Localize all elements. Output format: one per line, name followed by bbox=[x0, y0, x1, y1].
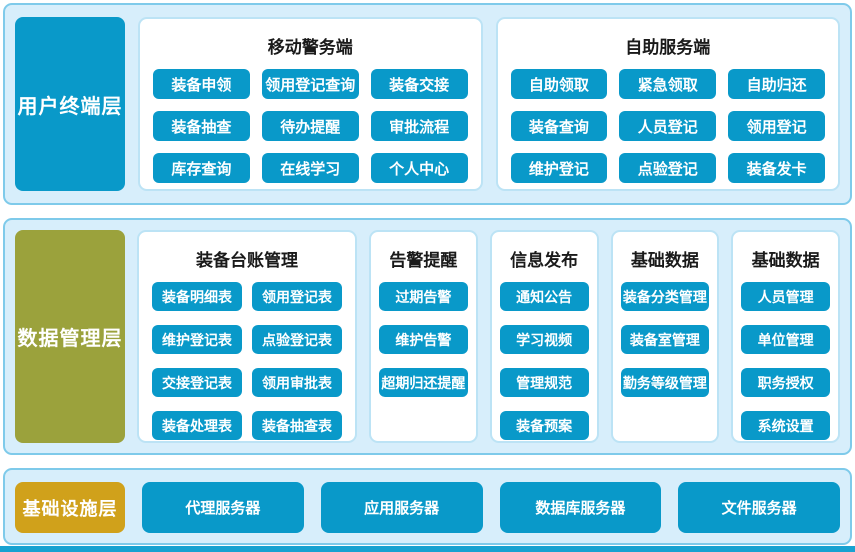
diagram-node: 维护告警 bbox=[379, 325, 468, 354]
layer-band-infrastructure: 基础设施层 代理服务器 应用服务器 数据库服务器 文件服务器 bbox=[3, 468, 852, 545]
node-grid: 自助领取 紧急领取 自助归还 装备查询 人员登记 领用登记 维护登记 点验登记 … bbox=[510, 69, 825, 183]
node-grid: 装备分类管理 装备室管理 勤务等级管理 bbox=[620, 282, 710, 397]
diagram-node: 领用审批表 bbox=[252, 368, 342, 397]
diagram-node: 装备申领 bbox=[153, 69, 250, 99]
panel-title: 基础数据 bbox=[751, 251, 820, 270]
diagram-node: 审批流程 bbox=[370, 111, 468, 141]
server-node-database: 数据库服务器 bbox=[499, 482, 662, 533]
diagram-node: 库存查询 bbox=[153, 153, 250, 183]
diagram-node: 装备室管理 bbox=[620, 325, 710, 354]
diagram-node: 系统设置 bbox=[741, 411, 830, 440]
diagram-node: 过期告警 bbox=[379, 282, 468, 311]
layer-label-data-management: 数据管理层 bbox=[15, 230, 125, 443]
node-grid: 过期告警 维护告警 超期归还提醒 bbox=[379, 282, 468, 397]
diagram-node: 装备抽查表 bbox=[252, 411, 342, 440]
diagram-node: 装备明细表 bbox=[152, 282, 242, 311]
diagram-node: 装备查询 bbox=[510, 111, 608, 141]
diagram-node: 维护登记 bbox=[510, 153, 608, 183]
layer-band-user-terminal: 用户终端层 移动警务端 装备申领 领用登记查询 装备交接 装备抽查 待办提醒 审… bbox=[3, 3, 852, 205]
diagram-node: 人员管理 bbox=[741, 282, 830, 311]
panel-equipment-ledger: 装备台账管理 装备明细表 领用登记表 维护登记表 点验登记表 交接登记表 领用审… bbox=[137, 230, 357, 443]
diagram-node: 装备发卡 bbox=[728, 153, 825, 183]
node-grid: 装备明细表 领用登记表 维护登记表 点验登记表 交接登记表 领用审批表 装备处理… bbox=[152, 282, 342, 440]
diagram-node: 领用登记表 bbox=[252, 282, 342, 311]
panel-title: 自助服务端 bbox=[625, 38, 711, 57]
panel-title: 移动警务端 bbox=[267, 38, 353, 57]
layer-label-infrastructure: 基础设施层 bbox=[15, 482, 125, 533]
diagram-node: 领用登记查询 bbox=[261, 69, 359, 99]
diagram-node: 通知公告 bbox=[499, 282, 589, 311]
diagram-node: 超期归还提醒 bbox=[379, 368, 468, 397]
diagram-node: 待办提醒 bbox=[261, 111, 359, 141]
panel-basic-data-org: 基础数据 人员管理 单位管理 职务授权 系统设置 bbox=[731, 230, 840, 443]
diagram-node: 在线学习 bbox=[261, 153, 359, 183]
diagram-node: 单位管理 bbox=[741, 325, 830, 354]
diagram-node: 维护登记表 bbox=[152, 325, 242, 354]
layer-label-user-terminal: 用户终端层 bbox=[15, 17, 125, 191]
panel-title: 告警提醒 bbox=[389, 251, 458, 270]
diagram-node: 装备处理表 bbox=[152, 411, 242, 440]
diagram-node: 自助领取 bbox=[510, 69, 608, 99]
node-grid: 装备申领 领用登记查询 装备交接 装备抽查 待办提醒 审批流程 库存查询 在线学… bbox=[153, 69, 468, 183]
diagram-node: 装备交接 bbox=[370, 69, 468, 99]
diagram-node: 装备分类管理 bbox=[620, 282, 710, 311]
panel-information-release: 信息发布 通知公告 学习视频 管理规范 装备预案 bbox=[489, 230, 599, 443]
diagram-node: 装备预案 bbox=[499, 411, 589, 440]
panel-mobile-police-terminal: 移动警务端 装备申领 领用登记查询 装备交接 装备抽查 待办提醒 审批流程 库存… bbox=[138, 17, 483, 191]
diagram-node: 自助归还 bbox=[728, 69, 825, 99]
panel-title: 装备台账管理 bbox=[196, 251, 298, 270]
diagram-node: 点验登记表 bbox=[252, 325, 342, 354]
diagram-node: 人员登记 bbox=[619, 111, 717, 141]
panel-self-service-terminal: 自助服务端 自助领取 紧急领取 自助归还 装备查询 人员登记 领用登记 维护登记… bbox=[495, 17, 840, 191]
node-grid: 人员管理 单位管理 职务授权 系统设置 bbox=[741, 282, 830, 440]
diagram-node: 学习视频 bbox=[499, 325, 589, 354]
diagram-node: 点验登记 bbox=[619, 153, 717, 183]
diagram-node: 个人中心 bbox=[370, 153, 468, 183]
diagram-node: 勤务等级管理 bbox=[620, 368, 710, 397]
server-node-file: 文件服务器 bbox=[678, 482, 840, 533]
diagram-node: 管理规范 bbox=[499, 368, 589, 397]
layer-band-data-management: 数据管理层 装备台账管理 装备明细表 领用登记表 维护登记表 点验登记表 交接登… bbox=[3, 218, 852, 455]
panel-basic-data-equipment: 基础数据 装备分类管理 装备室管理 勤务等级管理 bbox=[610, 230, 720, 443]
diagram-node: 装备抽查 bbox=[153, 111, 250, 141]
diagram-node: 领用登记 bbox=[728, 111, 825, 141]
diagram-node: 交接登记表 bbox=[152, 368, 242, 397]
panel-title: 基础数据 bbox=[630, 251, 699, 270]
server-node-proxy: 代理服务器 bbox=[142, 482, 304, 533]
server-node-application: 应用服务器 bbox=[320, 482, 483, 533]
node-grid: 通知公告 学习视频 管理规范 装备预案 bbox=[499, 282, 589, 440]
bottom-accent-strip bbox=[0, 546, 855, 552]
panel-alert-reminder: 告警提醒 过期告警 维护告警 超期归还提醒 bbox=[369, 230, 478, 443]
panel-title: 信息发布 bbox=[510, 251, 579, 270]
diagram-node: 紧急领取 bbox=[619, 69, 717, 99]
diagram-node: 职务授权 bbox=[741, 368, 830, 397]
